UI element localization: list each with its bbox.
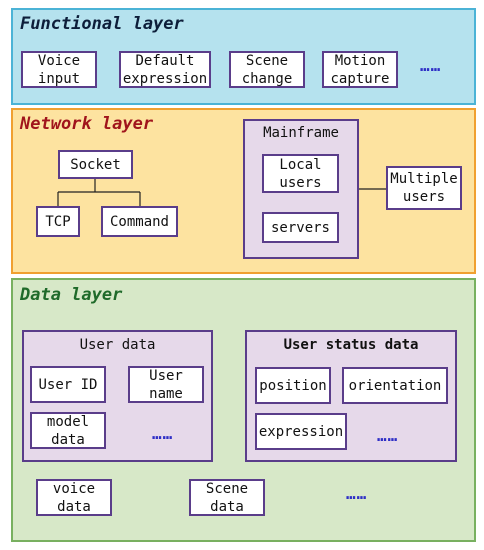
motion-capture-box: Motion capture <box>322 51 398 88</box>
user-data-title: User data <box>79 337 156 353</box>
data-layer-title: Data layer <box>20 285 123 305</box>
position-box: position <box>255 367 331 404</box>
model-data-box: model data <box>30 412 106 449</box>
user-data-ellipsis: …… <box>152 424 174 443</box>
voice-data-box: voice data <box>36 479 112 516</box>
tcp-box: TCP <box>36 206 80 237</box>
user-id-box: User ID <box>30 366 106 403</box>
orientation-box: orientation <box>342 367 448 404</box>
network-layer-title: Network layer <box>20 114 154 134</box>
expression-box: expression <box>255 413 347 450</box>
default-expression-box: Default expression <box>119 51 211 88</box>
multiple-users-box: Multiple users <box>386 166 462 210</box>
local-users-box: Local users <box>262 154 339 193</box>
voice-input-box: Voice input <box>21 51 97 88</box>
data-layer-ellipsis: …… <box>346 484 368 503</box>
mainframe-title: Mainframe <box>263 125 339 141</box>
user-name-box: User name <box>128 366 204 403</box>
scene-change-box: Scene change <box>229 51 305 88</box>
servers-box: servers <box>262 212 339 243</box>
socket-box: Socket <box>58 150 133 179</box>
scene-data-box: Scene data <box>189 479 265 516</box>
functional-ellipsis: …… <box>420 56 442 75</box>
user-status-ellipsis: …… <box>377 426 399 445</box>
command-box: Command <box>101 206 178 237</box>
functional-layer-title: Functional layer <box>20 14 184 34</box>
user-status-title: User status data <box>283 337 419 353</box>
